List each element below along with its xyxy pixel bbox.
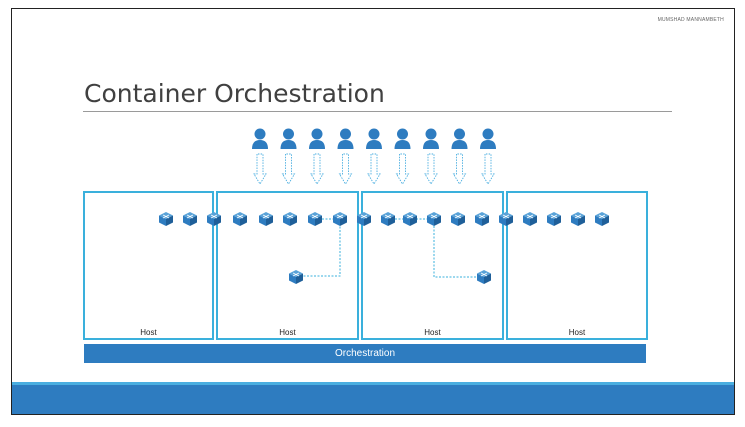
container-icon bbox=[207, 212, 221, 226]
container-icon bbox=[403, 212, 417, 226]
footer-accent-line bbox=[12, 382, 734, 385]
author-name: MUMSHAD MANNAMBETH bbox=[657, 17, 724, 23]
slide-title: Container Orchestration bbox=[84, 79, 385, 108]
container-icon bbox=[381, 212, 395, 226]
container-icon bbox=[499, 212, 513, 226]
footer-band bbox=[12, 385, 734, 414]
dotted-arrow-icon bbox=[452, 153, 467, 185]
container-icon bbox=[283, 212, 297, 226]
user-icon bbox=[280, 128, 297, 149]
container-icon bbox=[571, 212, 585, 226]
container-icon bbox=[233, 212, 247, 226]
container-icon bbox=[159, 212, 173, 226]
host-label: Host bbox=[569, 328, 586, 337]
container-icon bbox=[547, 212, 561, 226]
host-diagram: Host Host Host Host bbox=[83, 191, 648, 340]
host-label: Host bbox=[424, 328, 441, 337]
user-icon bbox=[337, 128, 354, 149]
host-label: Host bbox=[140, 328, 157, 337]
connector-line bbox=[433, 219, 480, 278]
container-icon bbox=[477, 270, 491, 284]
user-icon bbox=[394, 128, 411, 149]
container-icon bbox=[333, 212, 347, 226]
dotted-arrow-icon bbox=[281, 153, 296, 185]
user-icon bbox=[423, 128, 439, 149]
dotted-arrow-icon bbox=[424, 153, 438, 185]
user-icon bbox=[309, 128, 325, 149]
slide: MUMSHAD MANNAMBETH Container Orchestrati… bbox=[11, 8, 735, 415]
orchestration-bar: Orchestration bbox=[84, 344, 646, 363]
container-icon bbox=[259, 212, 273, 226]
container-icon bbox=[289, 270, 303, 284]
host-label: Host bbox=[279, 328, 296, 337]
dotted-arrow-icon bbox=[310, 153, 324, 185]
container-icon bbox=[595, 212, 609, 226]
container-icon bbox=[357, 212, 371, 226]
container-icon bbox=[427, 212, 441, 226]
user-icon bbox=[366, 128, 382, 149]
container-icon bbox=[308, 212, 322, 226]
title-divider bbox=[83, 111, 672, 112]
container-icon bbox=[523, 212, 537, 226]
container-icon bbox=[475, 212, 489, 226]
dotted-arrow-icon bbox=[367, 153, 381, 185]
dotted-arrow-icon bbox=[481, 153, 495, 185]
dotted-arrow-icon bbox=[338, 153, 353, 185]
container-icon bbox=[183, 212, 197, 226]
users-group bbox=[252, 128, 496, 185]
dotted-arrow-icon bbox=[253, 153, 267, 185]
user-icon bbox=[480, 128, 496, 149]
user-icon bbox=[451, 128, 468, 149]
user-icon bbox=[252, 128, 268, 149]
container-icon bbox=[451, 212, 465, 226]
dotted-arrow-icon bbox=[395, 153, 410, 185]
